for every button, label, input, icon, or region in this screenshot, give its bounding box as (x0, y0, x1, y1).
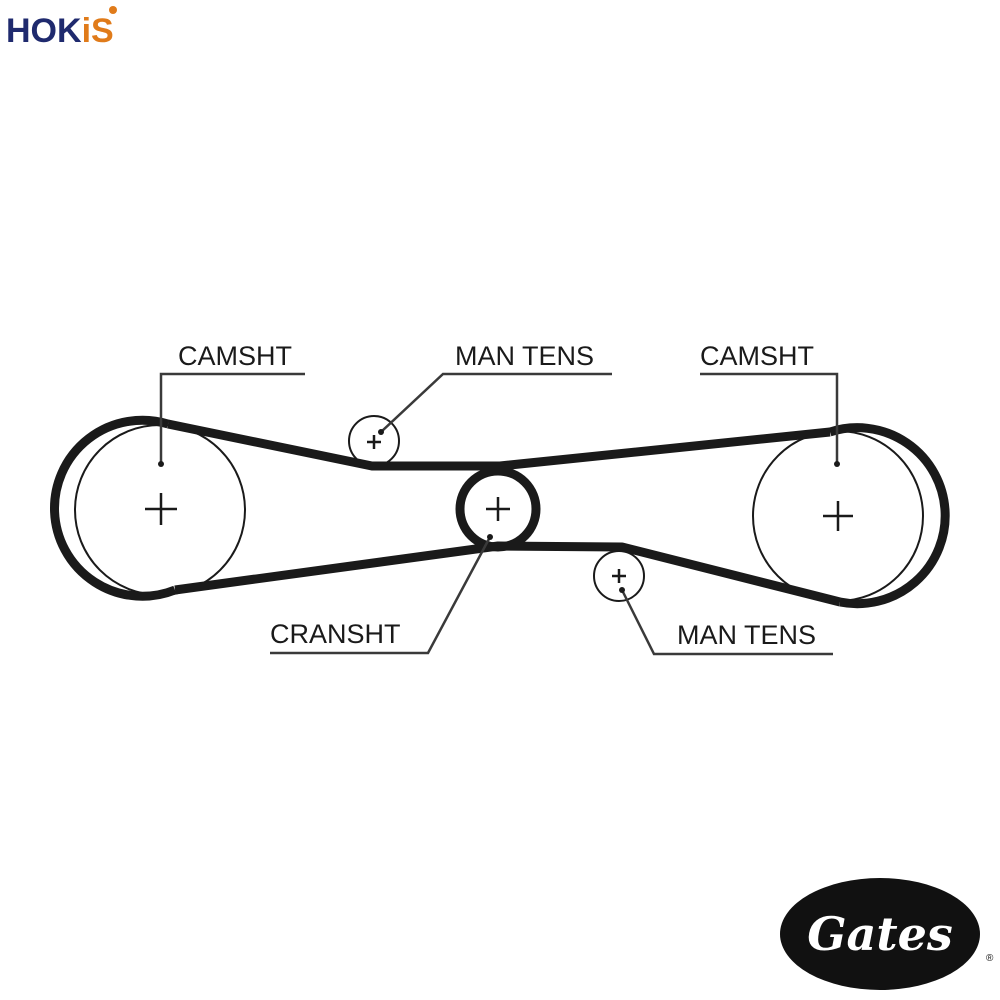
gates-logo-text: Gates (807, 907, 953, 961)
label-crankshaft: CRANSHT (270, 619, 401, 649)
hokis-logo: HOKiS (6, 6, 117, 50)
label-camshaft-left: CAMSHT (178, 341, 292, 371)
hokis-logo-part1: HOK (6, 12, 82, 50)
leader-lines (159, 372, 839, 656)
label-tensioner-top: MAN TENS (455, 341, 594, 371)
label-tensioner-bottom: MAN TENS (677, 620, 816, 650)
gates-logo: Gates ® (780, 878, 994, 990)
leader-dots (158, 429, 840, 593)
timing-belt (49, 415, 950, 609)
hokis-logo-dot (109, 6, 117, 14)
svg-text:HOKiS: HOKiS (6, 12, 114, 50)
center-marks (145, 435, 853, 583)
hokis-logo-part3: S (91, 12, 114, 50)
label-camshaft-right: CAMSHT (700, 341, 814, 371)
hokis-logo-part2: i (82, 12, 91, 50)
gates-registered-mark: ® (986, 953, 994, 964)
